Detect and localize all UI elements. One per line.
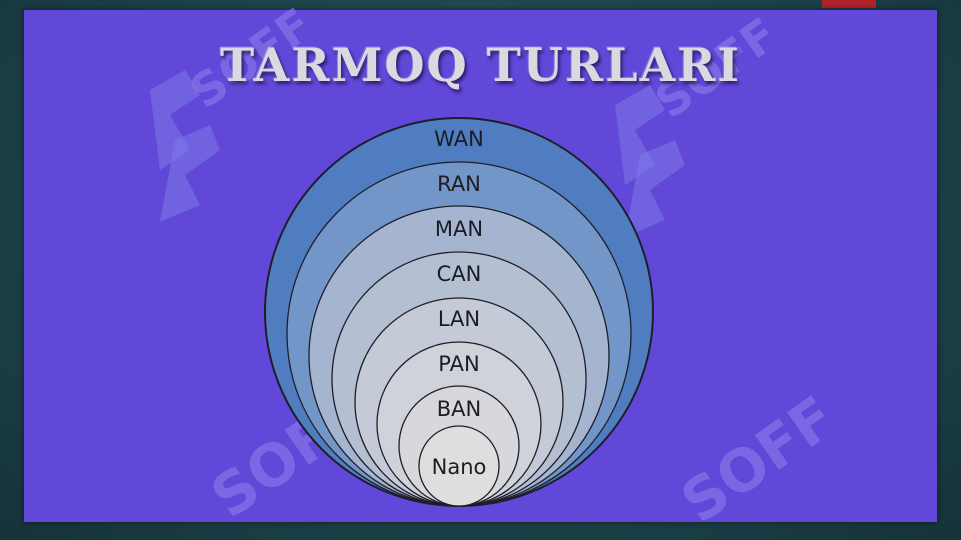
- ring-label-man: MAN: [435, 217, 483, 241]
- ring-label-pan: PAN: [438, 352, 479, 376]
- network-rings: WAN RAN MAN CAN LAN PAN BAN Nano: [264, 117, 654, 507]
- ring-nano: [418, 425, 500, 507]
- ring-label-nano: Nano: [432, 455, 487, 479]
- ring-label-can: CAN: [437, 262, 482, 286]
- ring-label-ban: BAN: [437, 397, 481, 421]
- ring-label-wan: WAN: [434, 127, 484, 151]
- watermark-logo-left: SOFF: [150, 0, 322, 222]
- watermark-text-bottomright: SOFF: [669, 383, 848, 536]
- slide-title: TARMOQ TURLARI: [219, 38, 742, 92]
- ring-label-lan: LAN: [438, 307, 480, 331]
- ring-label-ran: RAN: [437, 172, 481, 196]
- corner-accent: [822, 0, 876, 8]
